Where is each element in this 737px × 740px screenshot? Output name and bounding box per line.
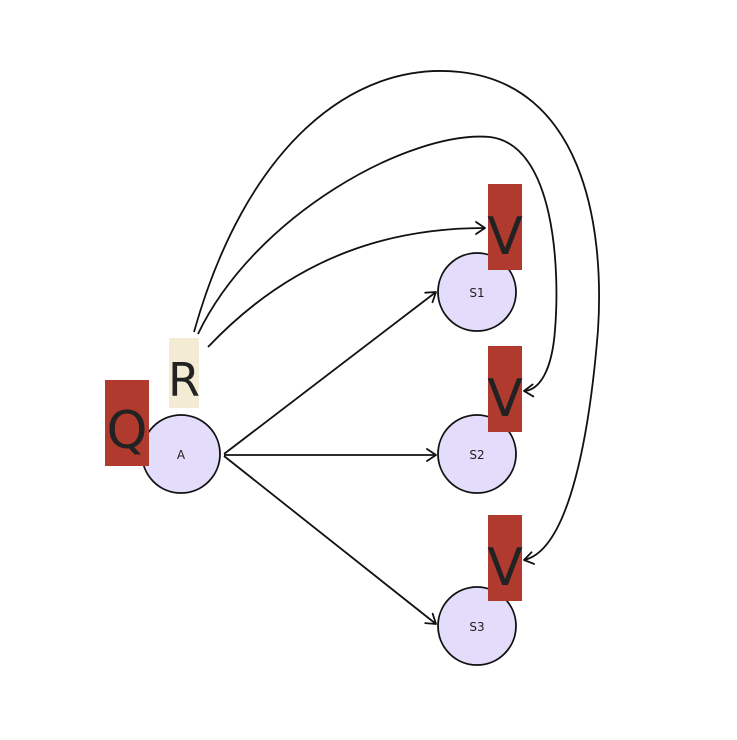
tag-v3-label: V xyxy=(487,538,523,598)
node-a-label: A xyxy=(177,448,186,462)
tag-v2-label: V xyxy=(487,369,523,429)
edge-a-s1 xyxy=(223,291,437,455)
node-s1-circle xyxy=(437,252,517,332)
node-s2[interactable]: S2 xyxy=(437,414,517,494)
tag-v2: V xyxy=(487,346,523,432)
tag-v3-box xyxy=(488,515,522,601)
edge-r-v3 xyxy=(193,70,600,565)
node-a[interactable]: A xyxy=(141,414,221,494)
tag-v1: V xyxy=(487,184,523,270)
node-s1[interactable]: S1 xyxy=(437,252,517,332)
tag-v2-box xyxy=(488,346,522,432)
tag-r-box xyxy=(169,338,199,408)
node-s2-label: S2 xyxy=(469,448,484,462)
edge-r-v2 xyxy=(197,135,558,398)
node-s3[interactable]: S3 xyxy=(437,586,517,666)
tag-q: Q xyxy=(105,380,149,466)
node-s1-label: S1 xyxy=(469,286,484,300)
node-s3-circle xyxy=(437,586,517,666)
edge-a-s3 xyxy=(223,455,437,625)
tag-q-box xyxy=(105,380,149,466)
tag-v1-box xyxy=(488,184,522,270)
tag-q-label: Q xyxy=(107,401,148,461)
tag-v1-label: V xyxy=(487,207,523,267)
edges xyxy=(193,70,600,625)
edge-r-v1 xyxy=(207,221,486,348)
tag-r: R xyxy=(168,338,200,408)
node-s3-label: S3 xyxy=(469,620,484,634)
tag-v3: V xyxy=(487,515,523,601)
node-s2-circle xyxy=(437,414,517,494)
tag-r-label: R xyxy=(168,353,200,407)
